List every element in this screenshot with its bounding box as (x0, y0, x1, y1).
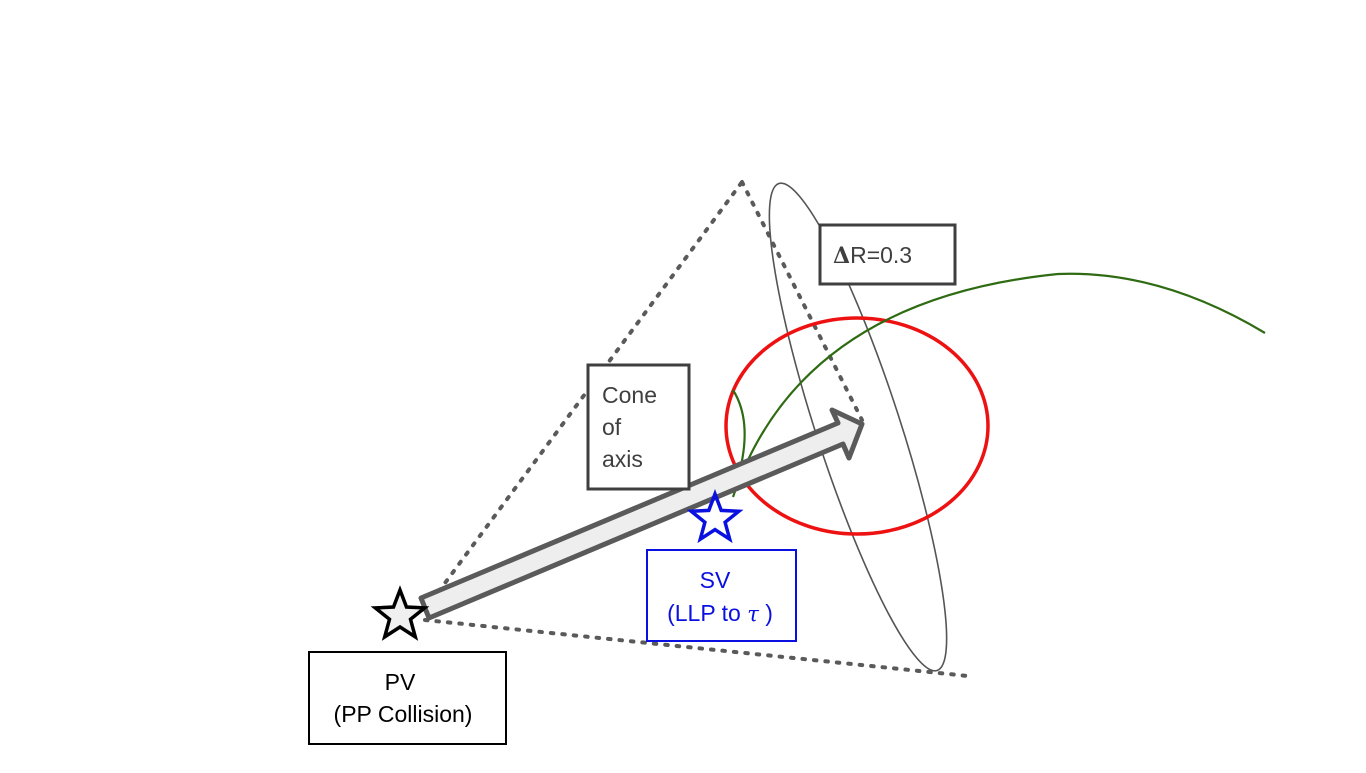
secondary-vertex-star-icon (686, 489, 744, 544)
sv-label-line2: (LLP to τ ) (667, 600, 773, 626)
pv-label-box (308, 651, 507, 745)
primary-vertex-star-icon (370, 585, 430, 641)
particle-track-long (731, 272, 1266, 498)
pv-label-line1: PV (385, 669, 416, 695)
tau-symbol: τ (747, 602, 759, 626)
sv-label-suffix: ) (759, 600, 773, 626)
delta-r-value: R=0.3 (850, 242, 912, 268)
cone-label-box (586, 363, 691, 491)
cone-axis-dotted (740, 180, 864, 422)
jet-axis-arrow (418, 407, 865, 621)
cone-label-line3: axis (602, 446, 643, 472)
cone-edge-upper (423, 180, 744, 612)
particle-track-short (732, 389, 746, 471)
delta-r-label: ΔR=0.3 (833, 242, 912, 269)
delta-symbol: Δ (833, 243, 850, 269)
cone-label-line2: of (602, 414, 622, 440)
delta-r-ring (724, 316, 990, 536)
delta-r-label-box (818, 223, 957, 286)
sv-label-prefix: (LLP to (667, 600, 747, 626)
sv-label-box (646, 549, 797, 642)
pv-label-line2: (PP Collision) (334, 701, 473, 727)
cone-label-line1: Cone (602, 382, 657, 408)
cone-edge-lower (423, 618, 970, 678)
sv-label-line1: SV (700, 567, 731, 593)
